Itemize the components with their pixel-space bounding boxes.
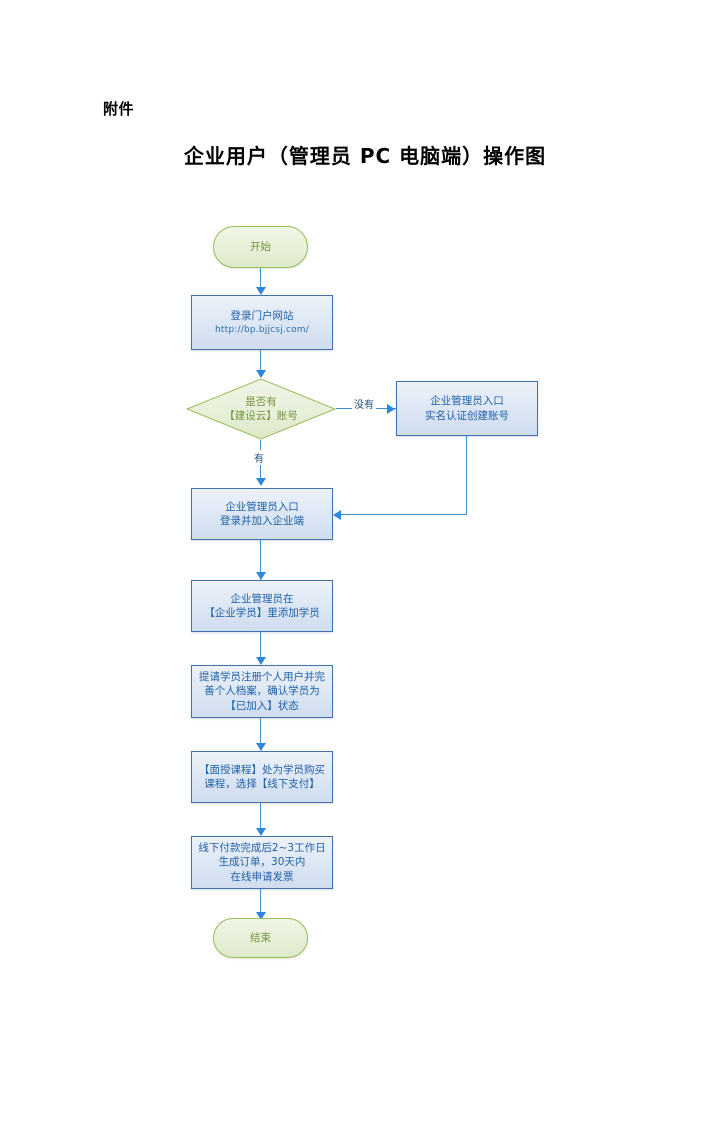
flow-node-buy-course-line2: 课程，选择【线下支付】 — [204, 778, 320, 790]
edge-label-yes: 有 — [252, 450, 266, 465]
page-title: 企业用户（管理员 PC 电脑端）操作图 — [183, 144, 547, 168]
flow-node-buy-course-line1: 【面授课程】处为学员购买 — [199, 763, 325, 776]
arrow-join-to-add-student-icon — [255, 572, 266, 580]
flow-node-add-student-line1: 企业管理员在 — [230, 592, 294, 605]
arrow-add-student-to-profile-icon — [255, 657, 266, 665]
flow-node-invoice-line1: 线下付款完成后2~3工作日 — [198, 842, 326, 855]
connector-start-to-login — [260, 268, 262, 292]
flow-node-admin-join-line2: 登录并加入企业端 — [220, 515, 304, 527]
arrow-invoice-to-end-icon — [255, 912, 266, 920]
flow-node-student-profile-line2: 善个人档案，确认学员为 — [204, 685, 320, 698]
arrow-start-to-login-icon — [255, 287, 266, 295]
flow-node-login-portal-url: http://bp.bjjcsj.com/ — [214, 325, 310, 336]
edge-label-no: 没有 — [352, 396, 376, 411]
flow-node-decision-line1: 是否有 — [245, 395, 277, 408]
flow-node-add-student[interactable]: 企业管理员在 【企业学员】里添加学员 — [191, 580, 333, 632]
connector-join-to-add-student — [260, 540, 262, 580]
arrow-decision-to-join-icon — [255, 478, 266, 486]
flow-node-student-profile-line3: 【已加入】状态 — [225, 699, 299, 712]
flow-node-buy-course[interactable]: 【面授课程】处为学员购买 课程，选择【线下支付】 — [191, 751, 333, 803]
arrow-profile-to-buy-course-icon — [255, 743, 266, 751]
flow-node-start[interactable]: 开始 — [213, 226, 308, 268]
flow-node-student-profile-line1: 提请学员注册个人用户并完 — [199, 671, 325, 684]
flow-node-student-profile[interactable]: 提请学员注册个人用户并完 善个人档案，确认学员为 【已加入】状态 — [191, 665, 333, 718]
connector-register-to-join — [341, 514, 467, 516]
arrow-decision-to-register-icon — [387, 403, 395, 414]
flow-node-add-student-line2: 【企业学员】里添加学员 — [204, 607, 320, 619]
arrow-register-to-join-icon — [333, 509, 341, 520]
arrow-login-to-decision-icon — [255, 370, 266, 378]
flow-node-login-portal[interactable]: 登录门户网站 http://bp.bjjcsj.com/ — [191, 295, 333, 350]
connector-login-to-decision — [260, 350, 262, 375]
connector-add-student-to-profile — [260, 632, 262, 664]
connector-buy-course-to-invoice — [260, 803, 262, 835]
arrow-buy-course-to-invoice-icon — [255, 828, 266, 836]
connector-invoice-to-end — [260, 889, 262, 919]
flow-node-admin-join-line1: 企业管理员入口 — [225, 500, 299, 513]
flow-node-end[interactable]: 结束 — [213, 918, 308, 958]
flow-node-invoice[interactable]: 线下付款完成后2~3工作日 生成订单，30天内 在线申请发票 — [191, 836, 333, 889]
connector-profile-to-buy-course — [260, 718, 262, 750]
flow-node-admin-register[interactable]: 企业管理员入口 实名认证创建账号 — [396, 381, 538, 436]
flow-node-login-portal-line1: 登录门户网站 — [230, 309, 294, 322]
flow-node-decision-line2: 【建设云】账号 — [224, 410, 298, 422]
connector-register-down — [466, 436, 468, 515]
flow-node-invoice-line2: 生成订单，30天内 — [218, 856, 306, 869]
flow-node-end-label: 结束 — [250, 931, 271, 944]
flow-node-start-label: 开始 — [250, 240, 271, 253]
flow-node-decision-has-account[interactable]: 是否有 【建设云】账号 — [186, 378, 336, 440]
flow-node-admin-join[interactable]: 企业管理员入口 登录并加入企业端 — [191, 488, 333, 540]
diamond-shape-icon — [186, 378, 336, 440]
flow-node-decision-text: 是否有 【建设云】账号 — [186, 378, 336, 440]
flow-node-admin-register-line1: 企业管理员入口 — [430, 395, 504, 408]
attachment-label: 附件 — [103, 100, 135, 118]
flow-node-invoice-line3: 在线申请发票 — [230, 870, 294, 883]
flow-node-admin-register-line2: 实名认证创建账号 — [425, 409, 509, 422]
